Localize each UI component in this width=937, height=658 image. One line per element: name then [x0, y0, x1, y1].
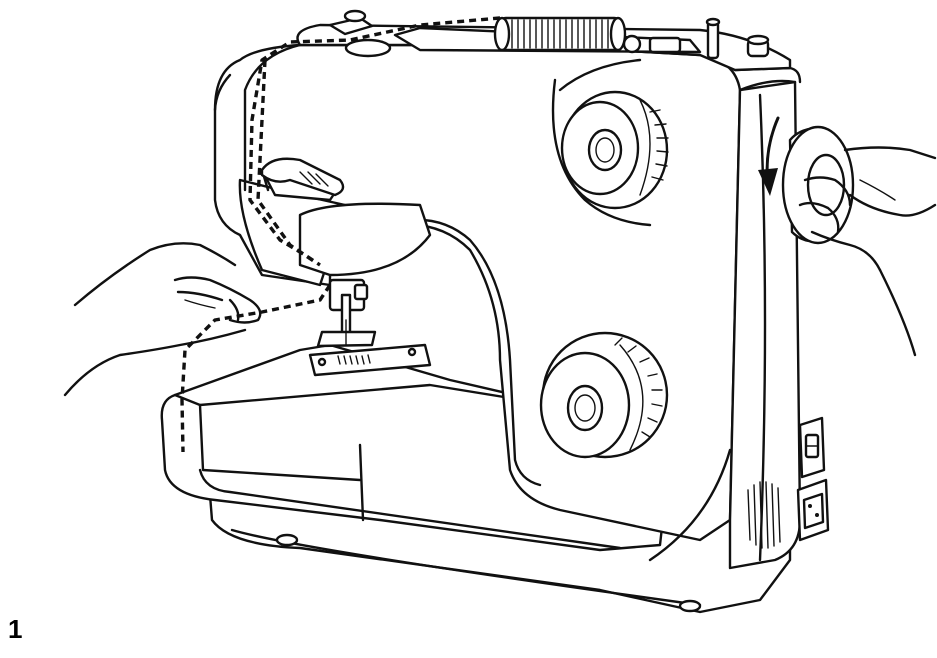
- right-hand-turning-handwheel: [798, 146, 937, 357]
- left-hand-holding-thread: [63, 242, 262, 397]
- figure-number: 1: [8, 614, 23, 644]
- thread-path-dashed: [180, 16, 501, 453]
- upper-dial: [560, 90, 669, 210]
- power-switch: [798, 416, 826, 479]
- lower-dial: [539, 331, 669, 459]
- take-up-lever: [260, 157, 345, 197]
- handwheel: [781, 125, 855, 245]
- needle-and-presser-foot: [316, 278, 377, 348]
- machine-base: [208, 494, 792, 614]
- vent-slots: [747, 481, 781, 549]
- rotation-arrow: [758, 116, 780, 196]
- spool-pin-with-thread: [328, 9, 770, 60]
- needle-plate: [308, 343, 432, 377]
- power-socket: [796, 478, 830, 542]
